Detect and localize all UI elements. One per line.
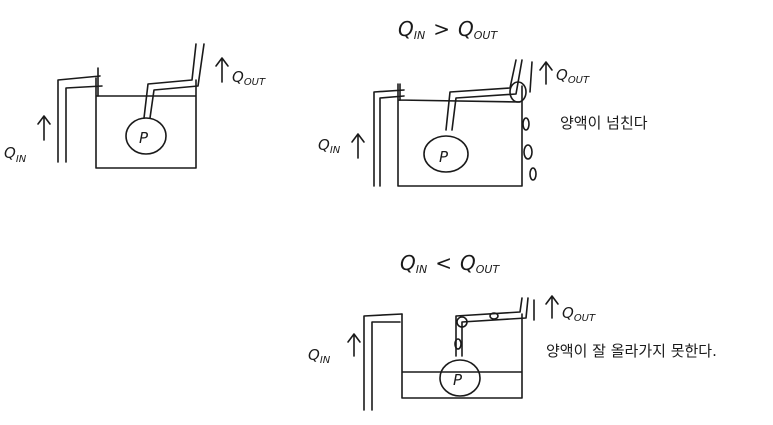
d3-outlet-pipe xyxy=(455,297,535,357)
d3-pump xyxy=(439,359,481,397)
d2-overflow-mark xyxy=(509,81,527,103)
d1-qin-label: QIN xyxy=(4,144,27,165)
d1-outlet-pipe xyxy=(143,43,205,119)
d1-inlet-pipe xyxy=(57,67,103,163)
d3-qin-label: QIN xyxy=(308,346,331,366)
d2-drop-2 xyxy=(523,144,533,160)
d2-qout-arrow xyxy=(539,61,553,85)
d2-drop-1 xyxy=(522,117,530,131)
d3-heading: QIN<QOUT xyxy=(400,251,500,276)
d2-inlet-pipe xyxy=(373,83,405,187)
d3-bubble-1 xyxy=(454,338,462,350)
d1-qout-label: QOUT xyxy=(232,68,266,88)
d2-outlet-pipe xyxy=(445,59,533,131)
d2-drop-3 xyxy=(529,167,537,181)
d2-pump-label: P xyxy=(439,148,449,166)
d3-tank xyxy=(401,313,523,399)
d2-qin-label: QIN xyxy=(318,136,341,156)
diagram-2: QIN>QOUT P QIN QOUT 양액이 넘친다 xyxy=(318,17,648,187)
d3-inlet-pipe xyxy=(363,313,403,411)
diagram-3: QIN<QOUT P QIN QOUT 양액이 잘 올라가지 못한다. xyxy=(308,251,717,411)
d2-heading: QIN>QOUT xyxy=(398,17,498,42)
d3-qout-label: QOUT xyxy=(562,304,596,324)
d2-pump xyxy=(423,135,469,173)
d3-bubble-2 xyxy=(489,312,499,320)
d2-note: 양액이 넘친다 xyxy=(560,114,648,132)
diagram-1: P QIN QOUT xyxy=(4,43,266,169)
d3-qin-arrow xyxy=(347,333,361,357)
d1-pump-label: P xyxy=(139,129,149,147)
d3-pipe-bend xyxy=(456,316,468,328)
d1-qout-arrow xyxy=(215,57,229,83)
d1-qin-arrow xyxy=(37,115,51,141)
d2-tank xyxy=(397,83,523,187)
d1-pump xyxy=(125,117,167,155)
d3-pump-label: P xyxy=(453,371,463,389)
d3-qout-arrow xyxy=(545,295,559,319)
d2-qout-label: QOUT xyxy=(556,66,590,86)
d2-qin-arrow xyxy=(351,133,365,159)
d3-note: 양액이 잘 올라가지 못한다. xyxy=(546,342,717,360)
